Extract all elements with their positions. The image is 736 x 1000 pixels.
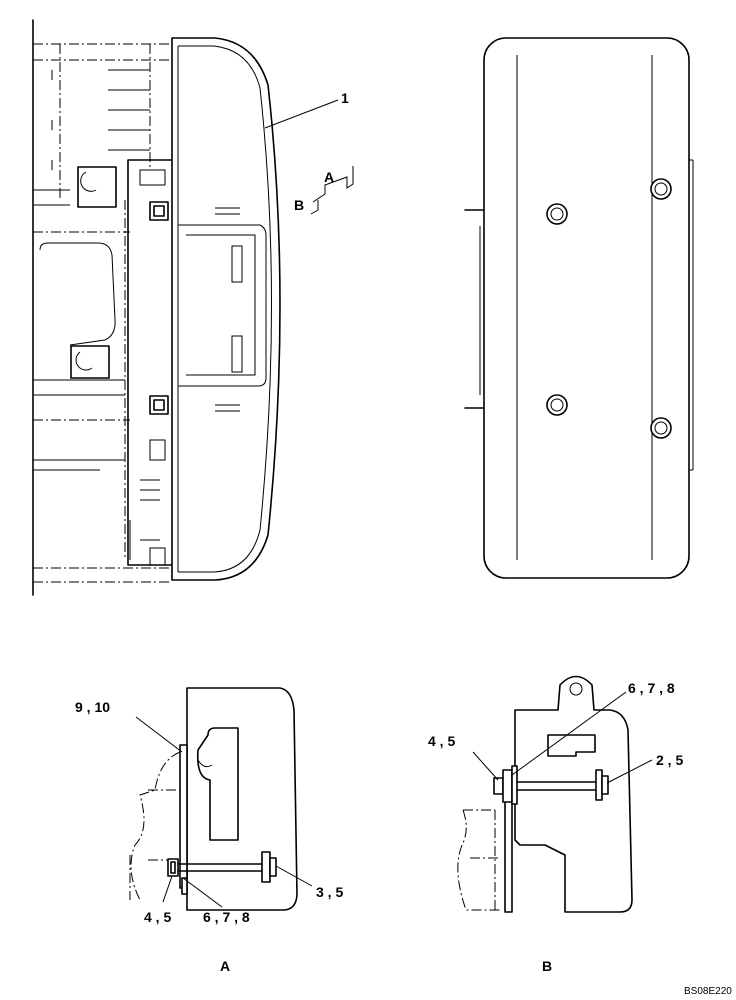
drawing-code: BS08E220 [684, 986, 732, 997]
view-label-a: A [220, 958, 230, 974]
callout-a-9-10: 9 , 10 [75, 699, 110, 715]
callout-part-1: 1 [341, 90, 349, 106]
lifting-eye-upper-left [546, 203, 568, 225]
section-marker-b: B [294, 197, 304, 213]
callout-b-6-7-8: 6 , 7 , 8 [628, 680, 675, 696]
lifting-eye-lower-right [650, 417, 672, 439]
callout-a-3-5: 3 , 5 [316, 884, 343, 900]
section-marker-a: A [324, 169, 334, 185]
callout-a-4-5: 4 , 5 [144, 909, 171, 925]
lifting-eye-upper-right [650, 178, 672, 200]
detail-a: 9 , 10 3 , 5 4 , 5 6 , 7 , 8 A [75, 687, 343, 974]
side-view: 1 A B [32, 19, 354, 596]
view-label-b: B [542, 958, 552, 974]
callout-b-2-5: 2 , 5 [656, 752, 683, 768]
lifting-eye-lower-left [546, 394, 568, 416]
detail-b: 6 , 7 , 8 4 , 5 2 , 5 B [428, 675, 683, 974]
callout-a-6-7-8: 6 , 7 , 8 [203, 909, 250, 925]
callout-b-4-5: 4 , 5 [428, 733, 455, 749]
rear-view [464, 37, 694, 579]
